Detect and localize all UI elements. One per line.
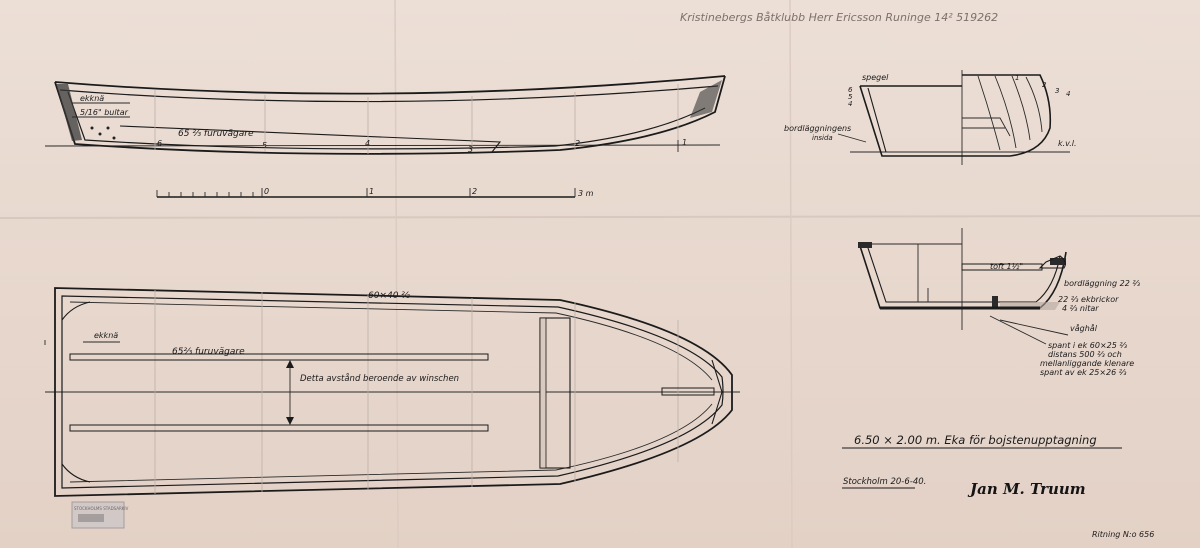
profile-stem-knee [690,80,722,118]
section-label-frames4: spant av ek 25×26 ⅔ [1040,368,1127,377]
transom-num-5: 5 [848,93,853,101]
place-date: Stockholm 20-6-40. [843,477,926,487]
section-label-frames1: spant i ek 60×25 ⅔ [1048,341,1127,350]
archive-stamp: STOCKHOLMS STADSARKIV [71,501,129,529]
section-knee [1038,255,1066,269]
plan-label-ekkna: ekknä [94,331,118,340]
section-label-planking: bordläggning 22 ⅔ [1064,279,1140,288]
profile-station-lines [154,84,679,154]
section-label-rivets1: 22 ⅔ ekbrickor [1058,295,1119,304]
profile-sheer-line [54,75,726,95]
scale-tick-2: 2 [472,187,477,196]
transom-num-4: 4 [848,100,852,108]
body-num-2: 2 [1042,81,1047,89]
section-label-toft: toft 1½" [990,262,1023,271]
transom-label-insida: insida [812,134,833,142]
scale-tick-0: 0 [264,187,269,196]
midship-section: toft 1½" bordläggning 22 ⅔ 22 ⅔ ekbricko… [858,228,1140,377]
section-toft [961,263,1043,271]
profile-keel-inner [67,91,706,150]
pencil-header-note: Kristinebergs Båtklubb Herr Ericsson Run… [680,11,998,24]
section-label-frames2: distans 500 ⅔ och [1048,350,1122,359]
profile-label-bolt: 5/16" bultar [80,108,129,117]
section-label-drain: våghål [1070,323,1098,333]
body-num-4: 4 [1066,90,1070,98]
section-keelson [992,296,998,308]
profile-station-2: 2 [575,139,580,148]
transom-shape [859,85,962,157]
profile-station-1: 1 [682,138,687,147]
body-label-kvl: k.v.l. [1058,139,1077,148]
section-label-frames3: mellanliggande klenare [1040,359,1134,368]
body-num-1: 1 [1015,74,1019,82]
scale-tick-1: 1 [369,187,374,196]
plan-label-distance: Detta avstånd beroende av winschen [300,373,459,384]
plan-inner-gunwale [61,295,724,489]
plan-label-gunwale: 60×40 ⅔ [368,291,410,301]
profile-station-6: 6 [157,139,162,148]
profile-baseline [44,144,721,147]
scale-bar: 0 1 2 3 m [156,187,594,198]
transom-view: 6 5 4 1 2 3 4 spegel bordläggningens ins… [784,70,1077,165]
profile-label-stringer: 65 ⅔ furuvägare [178,129,254,139]
profile-rubbing-strake [59,85,719,103]
plan-label-stringer: 65⅔ furuvägare [172,347,245,357]
profile-label-ekkna: ekknä [80,94,104,103]
section-gunwale-stbd [1050,258,1066,265]
drawing-title: 6.50 × 2.00 m. Eka för bojstenupptagning [854,433,1097,447]
scale-tick-3m: 3 m [578,189,594,198]
transom-num-6: 6 [848,86,853,94]
transom-label-spegel: spegel [862,73,889,82]
profile-transom-knee [56,84,82,141]
signature: Jan M. Truum [967,480,1086,498]
profile-hull-outline [54,75,726,155]
plan-outer-gunwale [54,287,733,497]
body-num-3: 3 [1055,87,1059,95]
profile-station-3: 3 [468,145,473,154]
profile-station-5: 5 [262,141,267,150]
body-plan-outline [962,74,1052,157]
section-label-rivets2: 4 ⅔ nitar [1062,304,1099,313]
plan-station-lines [154,290,679,494]
plan-stringer-starboard [69,424,489,432]
section-hull-outline [859,245,1067,309]
plan-stringer-port [69,353,489,361]
stamp-text: STOCKHOLMS STADSARKIV [74,506,129,511]
profile-stringer [119,125,502,153]
title-block: 6.50 × 2.00 m. Eka för bojstenupptagning… [842,433,1154,539]
section-gunwale-port [858,242,872,248]
profile-station-4: 4 [365,139,370,148]
drawing-number: Ritning N:o 656 [1092,530,1154,539]
transom-label-bord: bordläggningens [784,124,851,133]
profile-view: 6 5 4 3 2 1 ekknä 5/16" bultar 65 ⅔ furu… [44,75,726,155]
plan-view: ekknä 65⅔ furuvägare 60×40 ⅔ Detta avstå… [44,287,740,497]
